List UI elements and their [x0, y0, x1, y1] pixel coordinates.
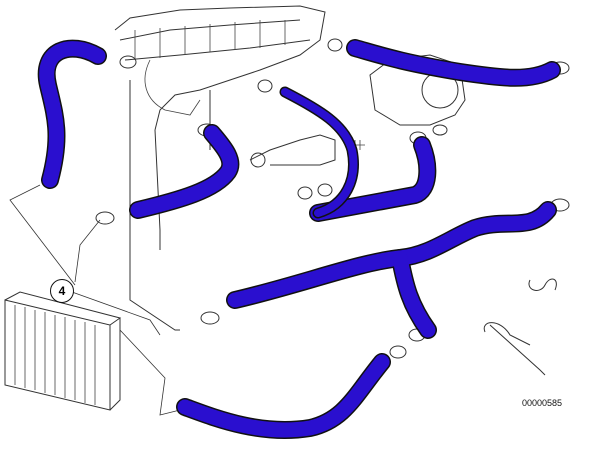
lower-radiator-hose — [177, 354, 390, 438]
throttle-body-hose — [347, 40, 560, 86]
clamp — [389, 345, 407, 359]
bypass-hose — [281, 88, 358, 217]
main-distribution-hose — [227, 202, 556, 308]
clamp — [95, 211, 115, 225]
clamp — [432, 124, 448, 136]
clamp — [483, 322, 546, 376]
heater-return-hose — [310, 137, 435, 221]
coolant-hoses — [37, 39, 561, 439]
upper-radiator-hose — [39, 41, 106, 188]
clamp — [119, 55, 137, 69]
thermostat-hose — [130, 125, 238, 218]
branch-hose — [392, 250, 436, 338]
callout-4: 4 — [50, 279, 74, 303]
radiator — [4, 291, 122, 411]
clamp — [528, 278, 557, 291]
clamp — [327, 38, 343, 52]
hose-clamps — [95, 38, 570, 376]
leader-lines — [9, 184, 181, 416]
clamp — [317, 183, 333, 197]
clamp — [200, 311, 220, 325]
clamp — [257, 79, 273, 93]
diagram-part-number: 00000585 — [522, 398, 563, 408]
clamp — [297, 186, 313, 200]
